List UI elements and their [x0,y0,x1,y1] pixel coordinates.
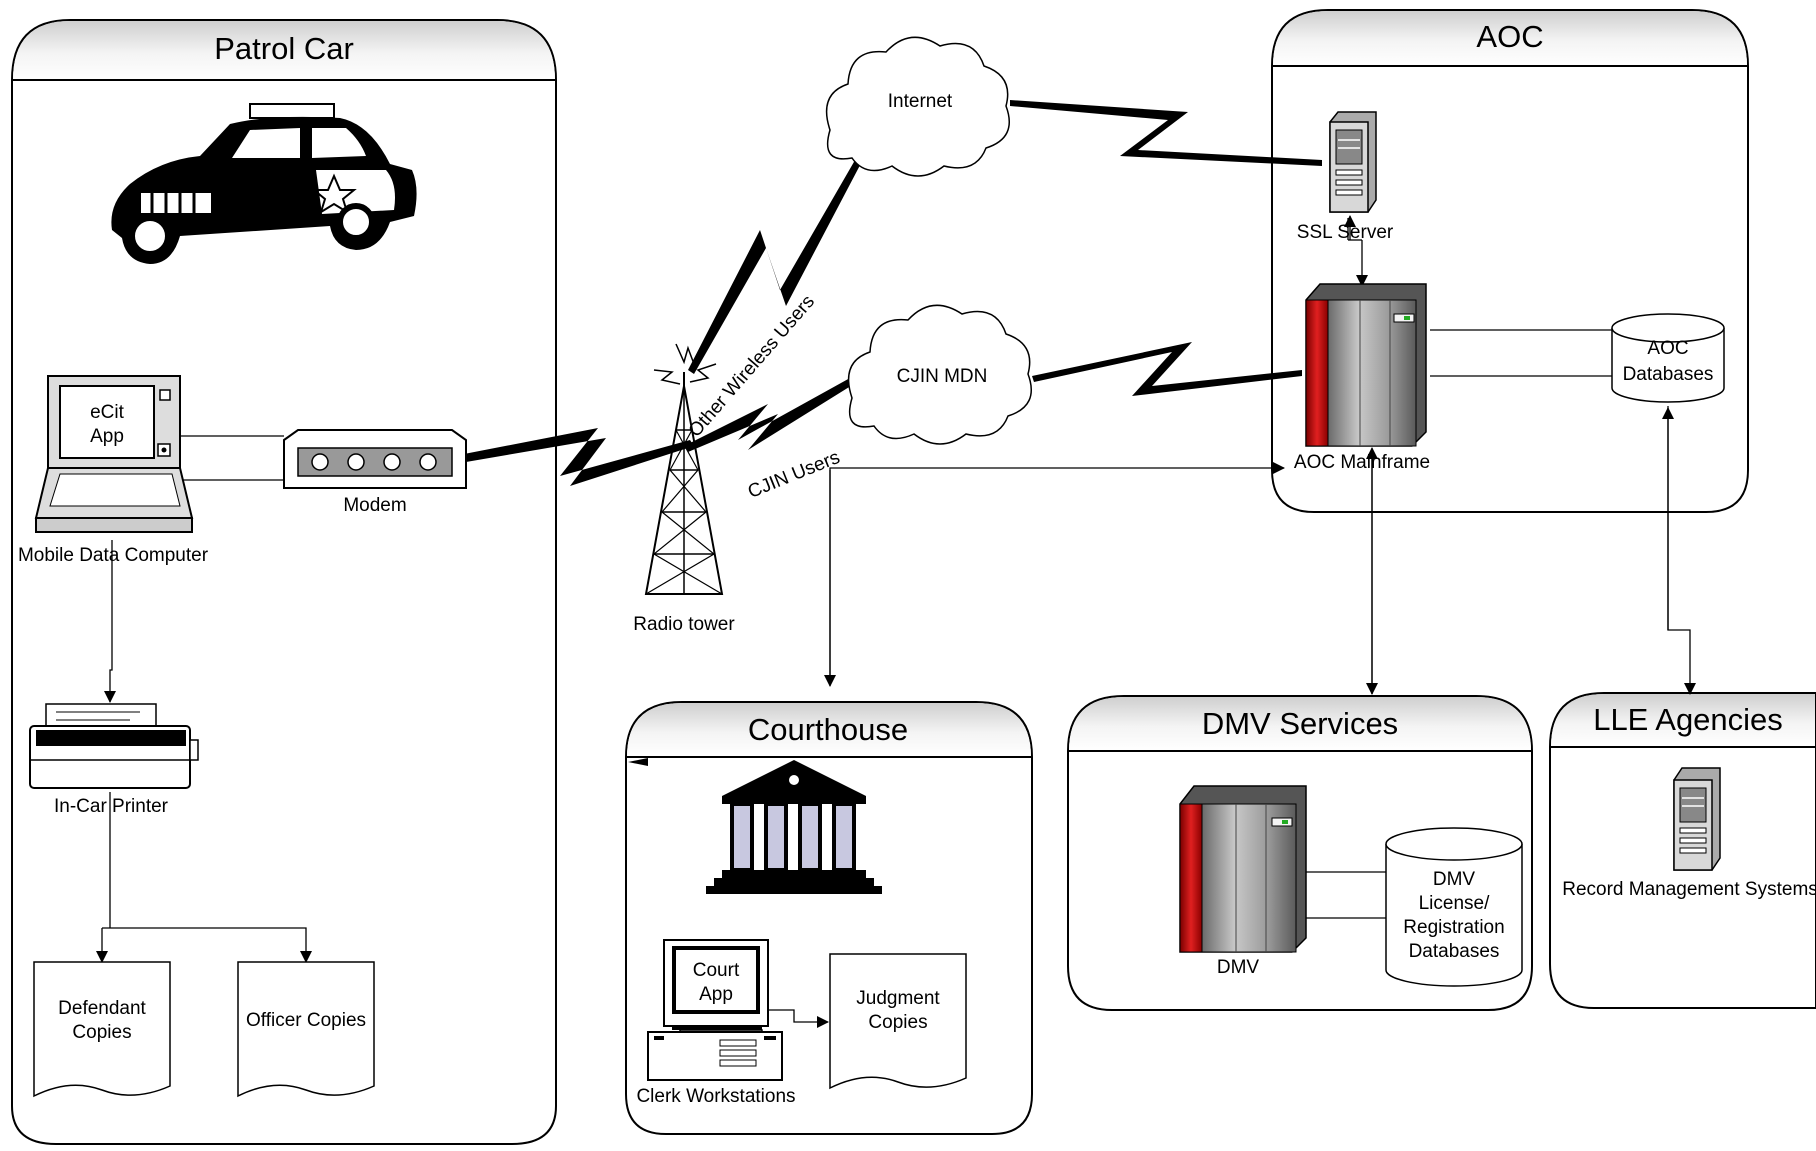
mdc-screen-line1: eCit [90,402,125,423]
radio-tower-label: Radio tower [633,614,735,635]
ssl-server: SSL Server [1297,111,1394,243]
aoc-databases-line1: AOC [1647,338,1688,359]
defendant-copies-line2: Copies [72,1022,131,1043]
dmv-label: DMV [1217,957,1260,978]
database-cylinder-icon [1385,827,1523,987]
mobile-data-computer-label: Mobile Data Computer [18,545,209,566]
radio-tower: Radio tower [633,343,735,635]
cjin-mdn-label: CJIN MDN [897,366,988,387]
ssl-server-label: SSL Server [1297,222,1394,243]
dmv-databases: DMV License/ Registration Databases [1385,827,1523,987]
in-car-printer-label: In-Car Printer [54,796,169,817]
defendant-copies-line1: Defendant [58,998,146,1019]
mainframe-icon [1179,785,1307,953]
laptop-icon [34,375,194,533]
clerk-workstations: Court App Clerk Workstations [636,939,796,1107]
connectors [96,215,1696,1028]
cjin-mdn-cloud: CJIN MDN [847,304,1032,445]
officer-copies: Officer Copies [237,961,375,1098]
server-tower-icon [1329,111,1377,213]
judgment-copies-line1: Judgment [856,988,940,1009]
defendant-copies: Defendant Copies [33,961,171,1098]
judgment-copies-line2: Copies [868,1012,927,1033]
record-management-systems-label: Record Management Systems [1562,879,1816,900]
modem-icon [283,429,467,489]
patrol-car-group: Patrol Car [11,19,557,1145]
aoc-mainframe: AOC Mainframe [1294,283,1430,473]
internet-cloud: Internet [825,36,1010,177]
document-icon [829,953,967,1090]
dmv-mainframe: DMV [1179,785,1307,978]
court-app-line2: App [699,984,733,1005]
dmv-services-title: DMV Services [1202,706,1398,741]
court-app-line1: Court [693,960,740,981]
record-management-systems: Record Management Systems [1562,767,1816,900]
cloud-icon [847,304,1032,445]
wireless-links [464,100,1322,486]
aoc-databases-line2: Databases [1623,364,1714,385]
modem: Modem [283,429,467,516]
judgment-copies: Judgment Copies [829,953,967,1090]
mdc-screen-line2: App [90,426,124,447]
aoc-databases: AOC Databases [1611,313,1725,403]
dmv-db-line3: Registration [1403,917,1504,938]
in-car-printer: In-Car Printer [29,703,199,817]
patrol-car-title: Patrol Car [214,31,354,66]
mainframe-icon [1305,283,1427,447]
dmv-db-line2: License/ [1419,893,1490,914]
cjin-users-label: CJIN Users [745,447,843,503]
aoc-mainframe-label: AOC Mainframe [1294,452,1430,473]
aoc-title: AOC [1476,19,1543,54]
dmv-db-line4: Databases [1409,941,1500,962]
clerk-workstations-label: Clerk Workstations [636,1086,795,1107]
server-tower-icon [1673,767,1721,871]
dmv-db-line1: DMV [1433,869,1476,890]
modem-label: Modem [343,495,406,516]
courthouse-building-icon [706,760,882,894]
lle-agencies-title: LLE Agencies [1593,702,1783,737]
document-icon [237,961,375,1098]
officer-copies-label: Officer Copies [246,1010,366,1031]
courthouse-title: Courthouse [748,712,908,747]
document-icon [33,961,171,1098]
mobile-data-computer: eCit App Mobile Data Computer [18,375,209,566]
database-cylinder-icon [1611,313,1725,403]
desktop-computer-icon [647,939,783,1081]
police-car-icon [111,103,417,264]
radio-tower-icon [644,343,724,595]
internet-label: Internet [888,91,953,112]
printer-icon [29,703,199,789]
cloud-icon [825,36,1010,177]
